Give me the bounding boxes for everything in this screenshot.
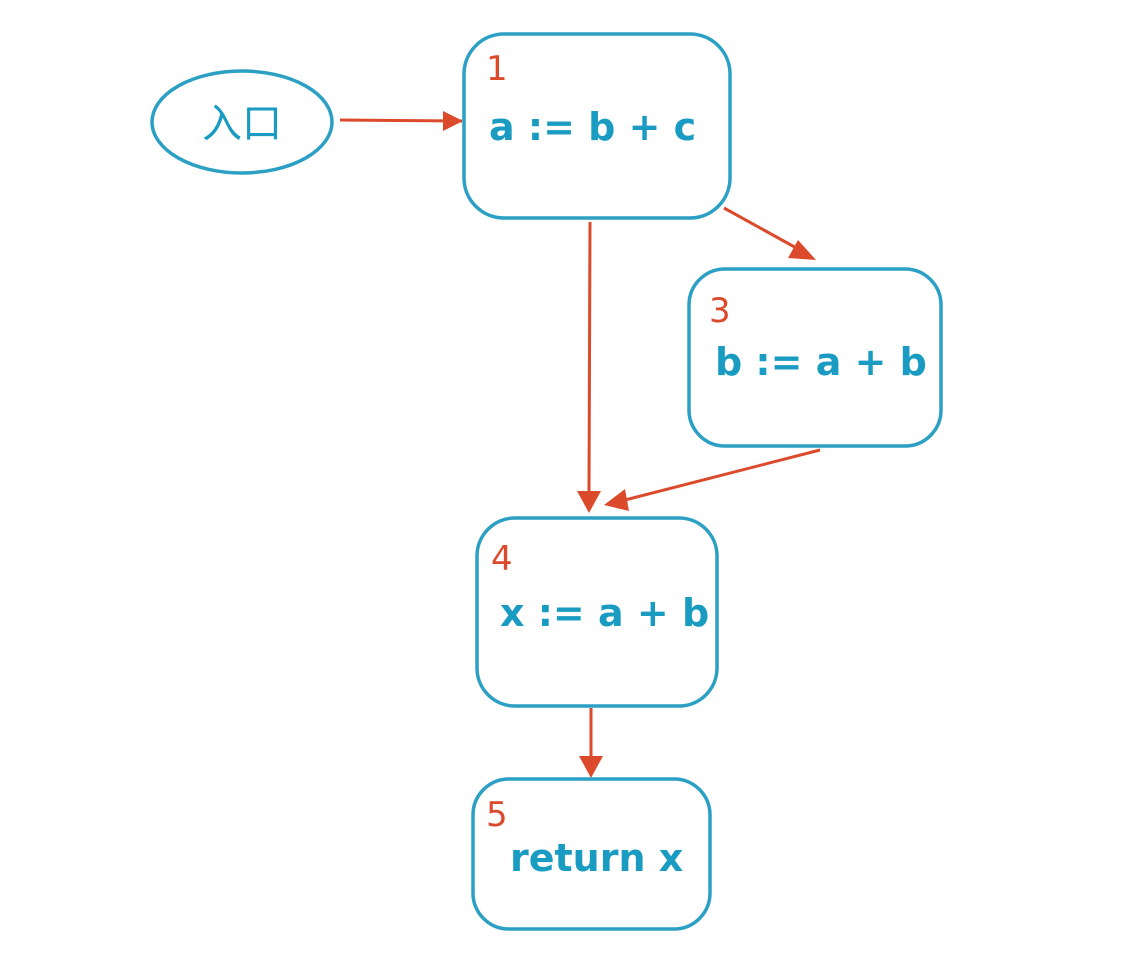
edge-entry-to-1 bbox=[339, 118, 463, 123]
edge-1-to-4 bbox=[587, 221, 592, 493]
block-4: 4 x := a + b bbox=[475, 516, 719, 708]
block-5-box bbox=[471, 777, 712, 931]
block-4-code: x := a + b bbox=[500, 591, 709, 635]
arrowhead-4-to-5 bbox=[579, 756, 603, 778]
arrowhead-3-to-4 bbox=[604, 489, 629, 511]
block-1: 1 a := b + c bbox=[462, 32, 732, 220]
arrowhead-entry-to-1 bbox=[443, 111, 463, 131]
block-5: 5 return x bbox=[471, 777, 712, 931]
edges bbox=[339, 111, 821, 778]
block-1-number: 1 bbox=[486, 49, 508, 89]
block-5-code: return x bbox=[510, 836, 683, 880]
arrowhead-1-to-4 bbox=[577, 491, 601, 513]
block-4-box bbox=[475, 516, 719, 708]
block-1-box bbox=[462, 32, 732, 220]
edge-3-to-4 bbox=[624, 448, 821, 502]
block-1-code: a := b + c bbox=[489, 105, 696, 149]
entry-ellipse bbox=[150, 69, 334, 175]
entry-node: 入口 bbox=[150, 69, 334, 175]
block-3-code: b := a + b bbox=[715, 340, 927, 384]
block-5-number: 5 bbox=[486, 795, 508, 835]
block-4-number: 4 bbox=[491, 539, 513, 579]
entry-label: 入口 bbox=[202, 101, 282, 147]
arrowhead-1-to-3 bbox=[788, 240, 816, 260]
edge-1-to-3 bbox=[723, 206, 801, 252]
block-3: 3 b := a + b bbox=[687, 267, 943, 448]
block-3-box bbox=[687, 267, 943, 448]
block-3-number: 3 bbox=[709, 291, 731, 331]
